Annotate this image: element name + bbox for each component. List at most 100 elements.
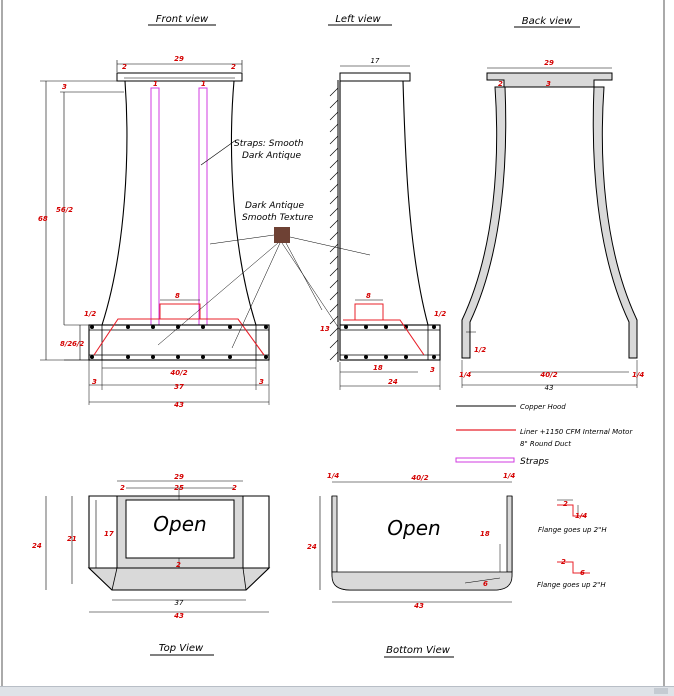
top-view-title: Top View — [159, 643, 204, 654]
bottom-view-title: Bottom View — [386, 645, 451, 656]
rivet — [264, 325, 268, 329]
flange-details: 2 1/4 Flange goes up 2"H 2 6 Flange goes… — [537, 499, 607, 589]
left-dim-side: 3 — [430, 366, 435, 374]
top-dim-17: 17 — [104, 530, 114, 538]
back-left-wall — [461, 86, 507, 359]
rivet — [90, 355, 94, 359]
front-dim-body-height: 56/2 — [56, 206, 73, 214]
top-dim-front: 2 — [176, 561, 181, 569]
top-dim-left: 2 — [120, 484, 125, 492]
back-dim-inner-width: 40/2 — [540, 371, 557, 379]
top-dim-43: 43 — [174, 612, 184, 620]
front-dim-band: 1/2 — [84, 310, 96, 318]
bottom-dim-width: 43 — [414, 602, 424, 610]
left-view: 17 8 1/2 13 18 24 3 — [320, 57, 446, 390]
back-dim-band: 1/2 — [474, 346, 486, 354]
left-hood-body — [339, 80, 429, 326]
back-dim-total-width: 43 — [545, 384, 554, 392]
bottom-open-label: Open — [387, 516, 440, 540]
front-dim-lower-left: 8/2 — [60, 340, 72, 348]
top-dim-24: 24 — [32, 542, 42, 550]
front-dim-strap-left: 1 — [153, 80, 158, 88]
texture-leader — [209, 234, 275, 245]
left-dim-duct: 8 — [366, 292, 371, 300]
front-top-cap — [116, 72, 243, 82]
top-view: Open 29 25 2 2 21 24 17 2 37 43 — [32, 473, 271, 620]
flange1-profile — [557, 504, 586, 517]
left-dim-top-width: 17 — [371, 57, 380, 65]
rivet — [151, 355, 155, 359]
bottom-dim-inner: 40/2 — [411, 474, 428, 482]
left-dim-lower-height: 13 — [320, 325, 330, 333]
bottom-left-wall — [331, 495, 338, 573]
legend-copper-label: Copper Hood — [520, 403, 566, 411]
top-dim-inner: 25 — [174, 484, 184, 492]
left-dim-inner-depth: 18 — [373, 364, 383, 372]
legend-liner-label: Liner +1150 CFM Internal Motor — [520, 428, 633, 436]
front-dim-inner-width: 40/2 — [170, 369, 187, 377]
rivet — [201, 355, 205, 359]
top-lip-edge — [111, 567, 118, 591]
texture-label-line1: Dark Antique — [245, 201, 305, 211]
top-open-label: Open — [153, 512, 206, 536]
top-dim-21: 21 — [67, 535, 77, 543]
window-bottom-bar — [0, 686, 674, 696]
bottom-dim-depth: 24 — [307, 543, 317, 551]
flange1-width: 2 — [563, 500, 568, 508]
front-dim-top-width: 29 — [174, 55, 184, 63]
left-view-title: Left view — [335, 14, 381, 25]
texture-swatch — [274, 227, 290, 243]
flange2-profile — [557, 561, 590, 574]
flange1-label: Flange goes up 2"H — [538, 526, 607, 534]
legend-straps-swatch — [455, 457, 515, 463]
rivet — [151, 325, 155, 329]
front-dim-side-right: 3 — [259, 378, 264, 386]
left-duct — [354, 303, 384, 321]
rivet — [201, 325, 205, 329]
left-wall-hatch — [329, 87, 339, 361]
flange2-label: Flange goes up 2"H — [537, 581, 606, 589]
top-dim-37: 37 — [175, 599, 184, 607]
rivet — [228, 325, 232, 329]
flange1-height: 1/4 — [575, 512, 587, 520]
left-dim-band: 1/2 — [434, 310, 446, 318]
front-dim-collar: 3 — [62, 83, 67, 91]
left-top-cap — [339, 72, 411, 82]
texture-leader — [289, 236, 371, 256]
resize-grip[interactable] — [654, 688, 668, 694]
rivet — [176, 355, 180, 359]
texture-callout: Dark Antique Smooth Texture — [157, 201, 371, 349]
back-view: 29 2 3 1/2 1/4 40/2 1/4 43 — [459, 59, 644, 392]
front-rivets — [90, 325, 268, 359]
bottom-dim-right: 1/4 — [503, 472, 515, 480]
front-dim-37: 37 — [174, 383, 184, 391]
texture-label-line2: Smooth Texture — [242, 213, 314, 223]
straps-label-line1: Straps: Smooth — [234, 139, 304, 149]
top-dim-outer: 29 — [174, 473, 184, 481]
flange2-height: 6 — [580, 569, 585, 577]
straps-label-line2: Dark Antique — [242, 151, 302, 161]
texture-leader — [281, 242, 351, 346]
front-dim-top-right: 2 — [231, 63, 236, 71]
front-dim-lower-right: 6/2 — [72, 340, 84, 348]
front-dim-strap-right: 1 — [201, 80, 206, 88]
legend-duct-label: 8" Round Duct — [520, 440, 571, 448]
front-dim-top-left: 2 — [122, 63, 127, 71]
legend: Copper Hood Liner +1150 CFM Internal Mot… — [455, 403, 633, 467]
top-opening — [125, 499, 235, 559]
front-dim-total-width: 43 — [174, 401, 184, 409]
bottom-dim-front-leader — [464, 577, 501, 584]
bottom-dim-left: 1/4 — [327, 472, 339, 480]
rivet — [264, 355, 268, 359]
front-dim-total-height: 68 — [38, 215, 48, 223]
legend-straps-label: Straps — [520, 457, 549, 467]
front-view: 29 2 2 3 1 1 68 56/2 8 1/2 8/2 6/2 40/2 … — [38, 55, 304, 409]
front-view-title: Front view — [156, 14, 209, 25]
left-rivets — [344, 325, 436, 359]
bottom-dim-inner-depth: 18 — [480, 530, 490, 538]
front-bottom-band — [88, 324, 270, 361]
rivet — [176, 325, 180, 329]
back-right-wall — [592, 86, 638, 359]
